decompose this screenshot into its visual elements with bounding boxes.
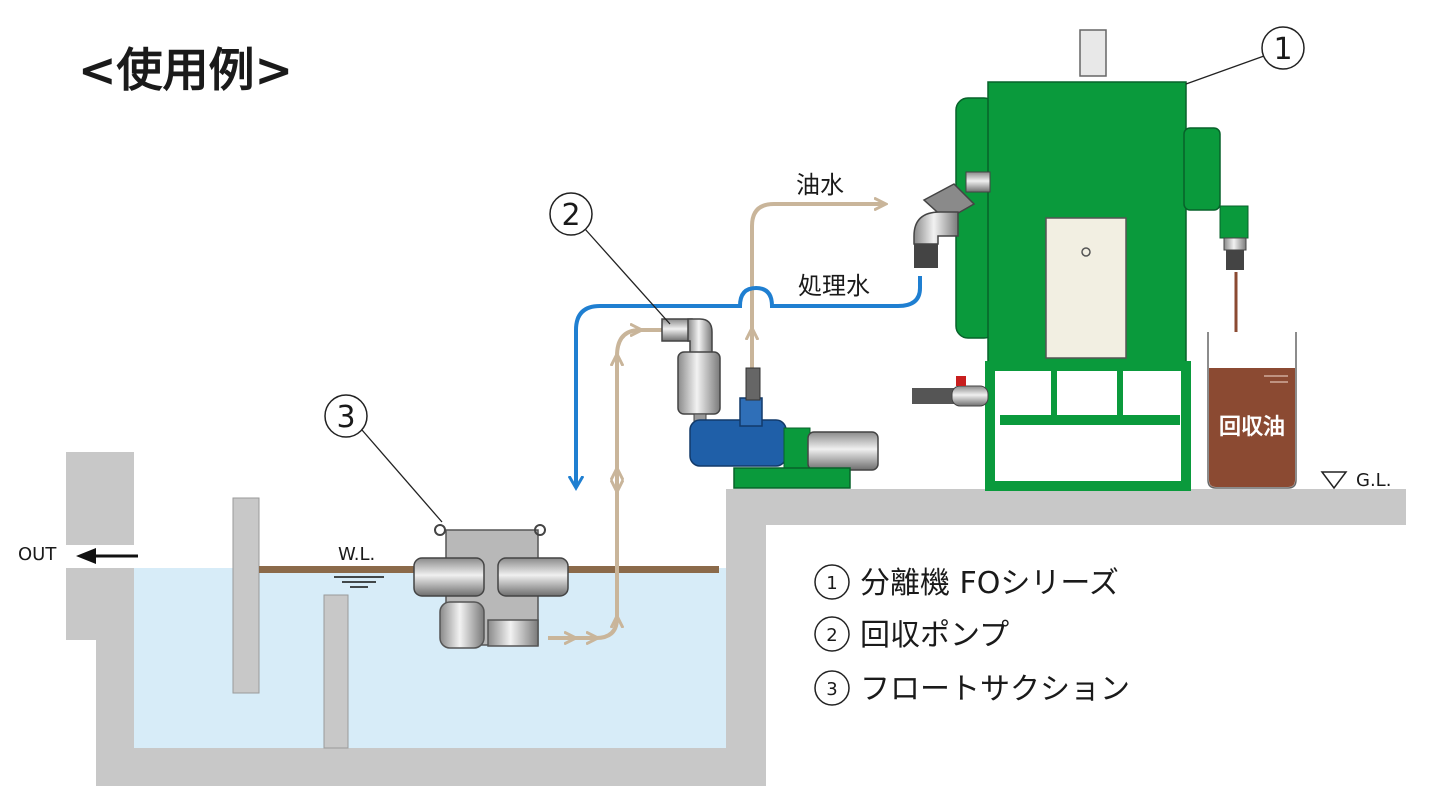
recovered-oil-container bbox=[1207, 272, 1297, 489]
ground-level-marker bbox=[1320, 471, 1348, 490]
float-suction bbox=[413, 524, 569, 649]
svg-text:分離機 FOシリーズ: 分離機 FOシリーズ bbox=[860, 566, 1119, 601]
weir-wall bbox=[323, 594, 349, 749]
svg-text:2: 2 bbox=[826, 625, 837, 646]
recovered-oil-label: 回収油 bbox=[1219, 415, 1285, 440]
page-title: <使用例> bbox=[78, 43, 293, 97]
outlet-wall-upper bbox=[66, 452, 134, 545]
svg-text:1: 1 bbox=[1273, 32, 1292, 67]
water-body bbox=[134, 568, 726, 748]
outlet-arrow bbox=[76, 548, 138, 564]
outlet-label: OUT bbox=[18, 544, 57, 565]
pit-structure bbox=[66, 452, 1406, 786]
concrete-pit bbox=[66, 489, 1406, 786]
legend-item: 2 回収ポンプ bbox=[814, 616, 1009, 653]
svg-text:3: 3 bbox=[826, 679, 837, 700]
oily-water-line bbox=[548, 204, 884, 638]
legend: 1 分離機 FOシリーズ 2 回収ポンプ 3 フロートサクション bbox=[814, 564, 1130, 707]
treated-water-line bbox=[576, 276, 922, 486]
oil-water-separator bbox=[912, 29, 1249, 491]
water-level-marker bbox=[334, 576, 384, 588]
water-level-label: W.L. bbox=[338, 544, 375, 565]
legend-item: 1 分離機 FOシリーズ bbox=[814, 564, 1119, 601]
svg-text:3: 3 bbox=[336, 400, 355, 435]
svg-text:2: 2 bbox=[561, 198, 580, 233]
baffle-wall bbox=[232, 497, 260, 694]
svg-text:1: 1 bbox=[826, 573, 837, 594]
svg-text:回収ポンプ: 回収ポンプ bbox=[860, 618, 1009, 653]
callout-1: 1 bbox=[1185, 26, 1305, 85]
ground-level-label: G.L. bbox=[1356, 470, 1391, 491]
legend-item: 3 フロートサクション bbox=[814, 670, 1130, 707]
svg-text:フロートサクション: フロートサクション bbox=[860, 672, 1130, 707]
recovery-pump bbox=[661, 318, 879, 489]
callout-3: 3 bbox=[324, 394, 443, 523]
treated-water-label: 処理水 bbox=[798, 272, 870, 300]
callout-2: 2 bbox=[549, 192, 671, 325]
oily-water-label: 油水 bbox=[796, 171, 844, 199]
